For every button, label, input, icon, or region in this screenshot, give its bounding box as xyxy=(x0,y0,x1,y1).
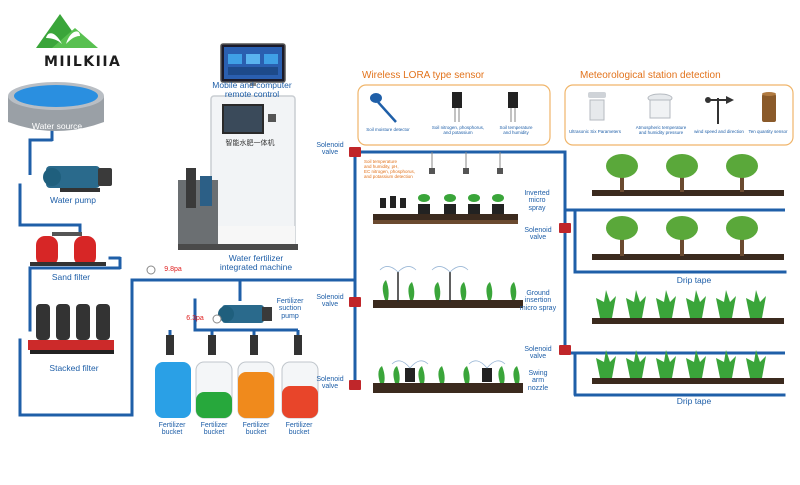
tree-row-1 xyxy=(592,154,784,196)
remote-control-monitor xyxy=(220,43,286,86)
lora-sensor-box xyxy=(357,84,551,146)
solenoid-valve-label-1: Solenoid valve xyxy=(316,142,344,157)
solenoid-valve-label-3: Solenoid valve xyxy=(316,376,344,391)
crop-row-1 xyxy=(592,290,784,324)
soil-moisture-probe-icon xyxy=(370,93,397,123)
suction-pump-label: Fertilizer suction pump xyxy=(276,298,304,320)
swing-arm-label: Swing arm nozzle xyxy=(527,370,549,392)
sand-filter xyxy=(30,232,106,266)
npk-sensor-icon xyxy=(452,92,462,122)
water-source-tank xyxy=(8,82,104,131)
pressure-high-label: 9.8pa xyxy=(164,266,182,273)
bucket-label-3: Fertilizer bucket xyxy=(242,422,270,437)
solenoid-valve-label-2: Solenoid valve xyxy=(316,294,344,309)
lora-sensor-caption-2: Soil nitrogen, phosphorus, and potassium xyxy=(431,125,485,135)
bucket-orange xyxy=(237,335,275,419)
water-source-label: Water source xyxy=(31,121,83,131)
fertilizer-machine xyxy=(178,95,298,250)
stacked-filter-label: Stacked filter xyxy=(49,363,99,373)
fertilizer-buckets xyxy=(155,330,319,419)
machine-label: Water fertilizer integrated machine xyxy=(219,253,293,272)
lora-sensor-caption-3: Soil temperature and humidity xyxy=(499,125,533,135)
ultrasonic-station-icon xyxy=(588,92,606,121)
sand-filter-label: Sand filter xyxy=(51,272,91,282)
water-pump xyxy=(43,166,112,192)
machine-panel-label: 智能水肥一体机 xyxy=(225,140,275,147)
bed-swing-arm xyxy=(373,360,523,393)
atmospheric-sensor-icon xyxy=(647,93,673,119)
weather-section-title: Meteorological station detection xyxy=(580,70,721,81)
bed-inverted-spray xyxy=(373,152,518,224)
tree-row-2 xyxy=(592,216,784,260)
lora-section-title: Wireless LORA type sensor xyxy=(362,70,485,81)
crop-row-2 xyxy=(592,350,784,384)
lora-sensor-icons xyxy=(370,92,518,123)
pressure-gauges xyxy=(146,265,222,324)
bucket-label-2: Fertilizer bucket xyxy=(200,422,228,437)
pressure-low-label: 6.3pa xyxy=(186,315,204,322)
brand-logo xyxy=(36,14,98,48)
remote-control-label: Mobile and computer remote control xyxy=(212,80,292,99)
lora-sensor-caption-1: Soil moisture detector xyxy=(366,127,410,132)
bucket-label-4: Fertilizer bucket xyxy=(285,422,313,437)
inverted-spray-label: Inverted micro spray xyxy=(524,190,550,212)
solenoid-valve-label-4: Solenoid valve xyxy=(524,227,552,242)
soil-temperature-sensor-icon xyxy=(508,92,518,122)
wind-sensor-icon xyxy=(705,96,734,124)
solenoid-valves xyxy=(349,147,571,390)
weather-sensor-caption-3: wind speed and direction xyxy=(694,129,744,134)
weather-sensor-caption-1: Ultrasonic Six Parameters xyxy=(568,129,622,134)
stacked-filter xyxy=(28,304,114,354)
bed-ground-spray xyxy=(373,266,523,308)
ground-spray-label: Ground insertion micro spray xyxy=(519,290,557,312)
pipe-network xyxy=(18,125,787,417)
weather-sensor-caption-4: Ten quantity sensor xyxy=(748,129,788,134)
bucket-green xyxy=(195,335,233,419)
fertilizer-suction-pump xyxy=(218,305,272,323)
drip-tape-label-1: Drip tape xyxy=(676,275,712,285)
brand-name: MIILKIIA xyxy=(44,54,122,70)
bucket-label-1: Fertilizer bucket xyxy=(158,422,186,437)
weather-sensor-caption-2: Atmospheric temperature and humidity pre… xyxy=(635,125,687,135)
weather-sensor-box xyxy=(564,84,794,146)
bucket-red xyxy=(281,335,319,419)
solenoid-valve-label-5: Solenoid valve xyxy=(524,346,552,361)
water-pump-label: Water pump xyxy=(50,195,96,205)
drip-tape-label-2: Drip tape xyxy=(676,396,712,406)
weather-sensor-icons xyxy=(588,92,776,124)
bucket-blue xyxy=(155,335,191,418)
rain-gauge-icon xyxy=(762,92,776,122)
soil-detection-note: Soil temperature and humidity, pH, EC ni… xyxy=(364,159,416,179)
